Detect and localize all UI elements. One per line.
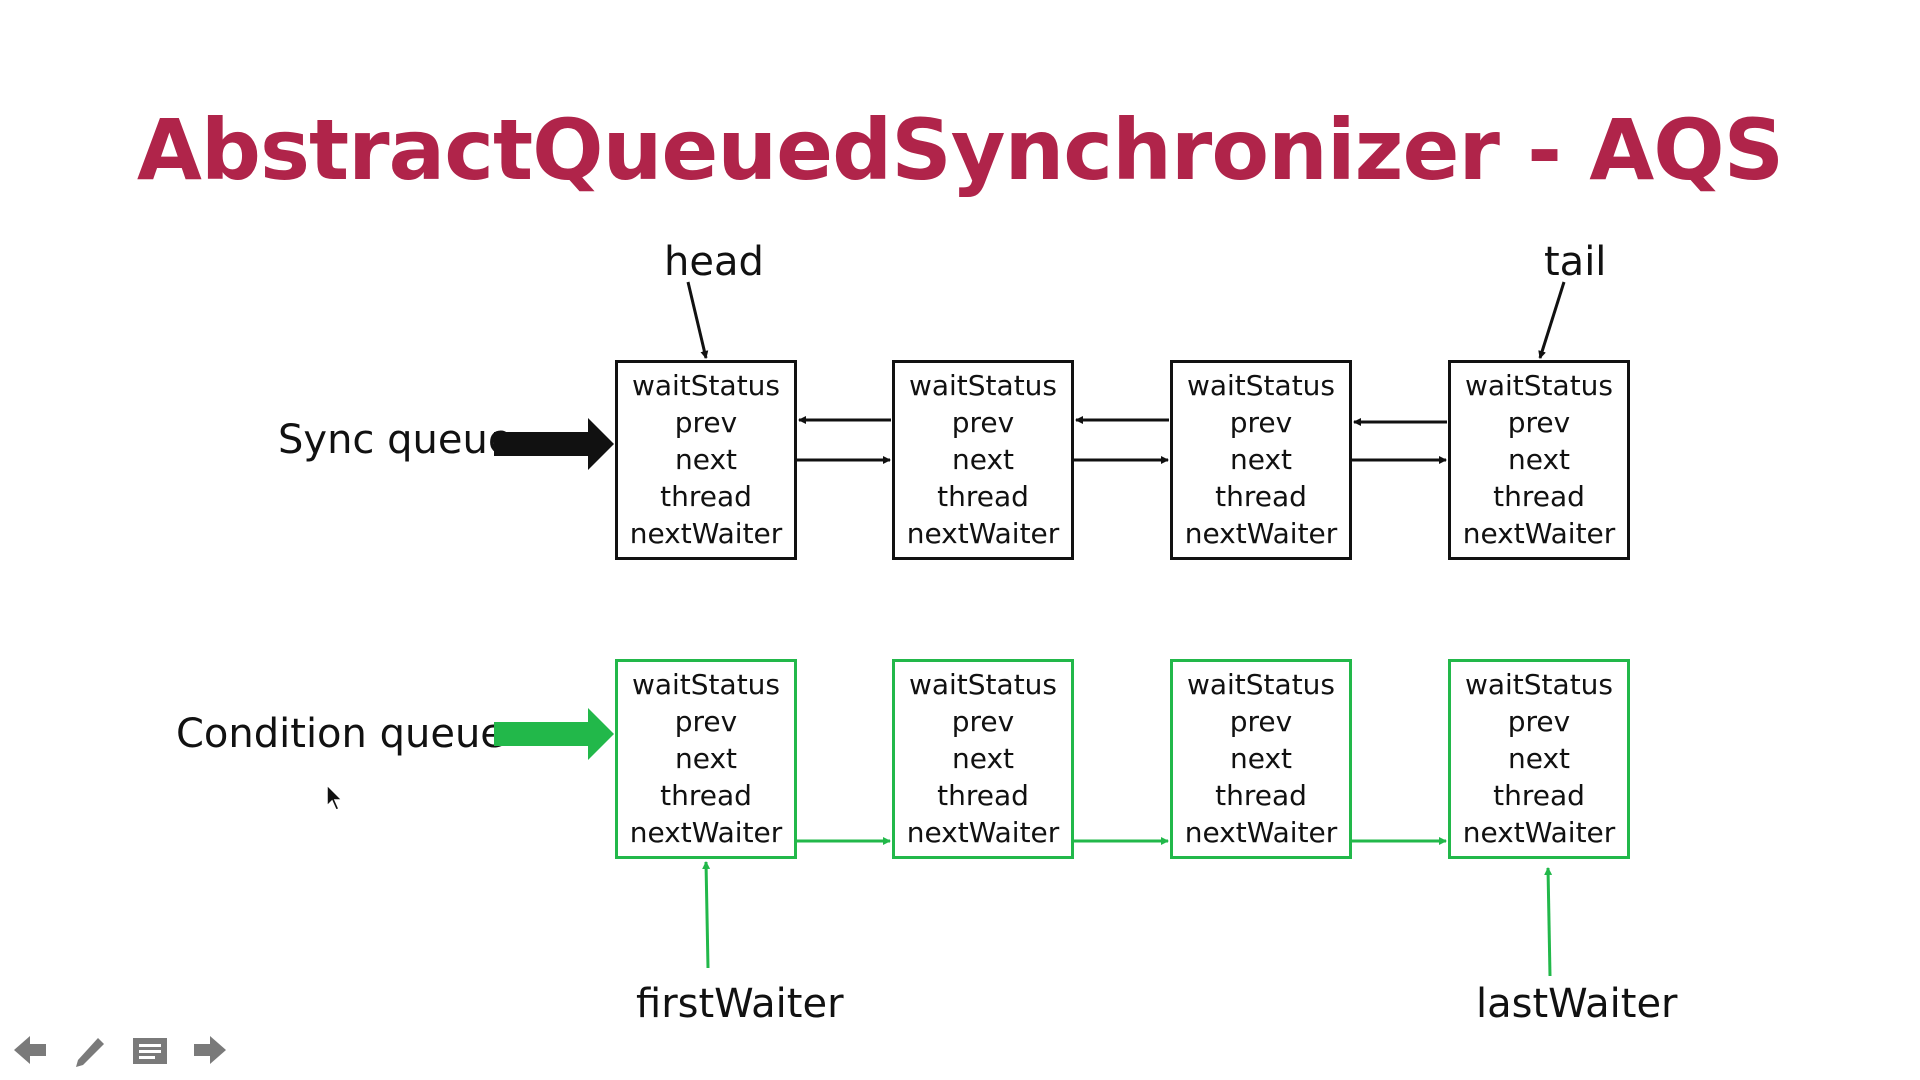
- field-next: next: [1229, 742, 1293, 775]
- sync-node: waitStatus prev next thread nextWaiter: [1448, 360, 1630, 560]
- tail-label: tail: [1544, 239, 1607, 285]
- head-label: head: [664, 239, 764, 285]
- arrow-left-icon[interactable]: [10, 1030, 50, 1070]
- field-wait-status: waitStatus: [631, 668, 781, 701]
- field-prev: prev: [1229, 406, 1293, 439]
- field-next-waiter: nextWaiter: [629, 517, 783, 550]
- field-prev: prev: [1507, 705, 1571, 738]
- tail-pointer-arrow: [1538, 281, 1566, 359]
- field-prev: prev: [951, 406, 1015, 439]
- mouse-cursor-icon: [326, 784, 344, 811]
- last-waiter-pointer-arrow: [1544, 867, 1553, 977]
- field-next-waiter: nextWaiter: [1184, 517, 1338, 550]
- sync-node: waitStatus prev next thread nextWaiter: [615, 360, 797, 560]
- field-next: next: [674, 443, 738, 476]
- field-next: next: [1507, 742, 1571, 775]
- condition-queue-label: Condition queue: [176, 711, 505, 757]
- condition-node: waitStatus prev next thread nextWaiter: [615, 659, 797, 859]
- field-next: next: [951, 742, 1015, 775]
- condition-node: waitStatus prev next thread nextWaiter: [892, 659, 1074, 859]
- sync-node: waitStatus prev next thread nextWaiter: [1170, 360, 1352, 560]
- field-thread: thread: [1493, 480, 1585, 513]
- last-waiter-label: lastWaiter: [1476, 981, 1678, 1027]
- field-next: next: [951, 443, 1015, 476]
- field-next-waiter: nextWaiter: [906, 816, 1060, 849]
- field-thread: thread: [937, 779, 1029, 812]
- field-wait-status: waitStatus: [1186, 369, 1336, 402]
- head-pointer-arrow: [686, 281, 709, 359]
- field-next-waiter: nextWaiter: [1462, 517, 1616, 550]
- field-wait-status: waitStatus: [908, 369, 1058, 402]
- first-waiter-pointer-arrow: [702, 861, 711, 969]
- condition-queue-entry-arrow: [494, 708, 614, 760]
- field-next: next: [1229, 443, 1293, 476]
- field-next-waiter: nextWaiter: [1184, 816, 1338, 849]
- field-thread: thread: [1215, 779, 1307, 812]
- field-prev: prev: [1507, 406, 1571, 439]
- condition-node: waitStatus prev next thread nextWaiter: [1448, 659, 1630, 859]
- field-thread: thread: [660, 480, 752, 513]
- arrow-right-icon[interactable]: [190, 1030, 230, 1070]
- field-next-waiter: nextWaiter: [629, 816, 783, 849]
- field-prev: prev: [674, 406, 738, 439]
- field-wait-status: waitStatus: [631, 369, 781, 402]
- field-thread: thread: [1493, 779, 1585, 812]
- condition-node: waitStatus prev next thread nextWaiter: [1170, 659, 1352, 859]
- field-next-waiter: nextWaiter: [906, 517, 1060, 550]
- slideshow-toolbar: [10, 1030, 230, 1070]
- field-wait-status: waitStatus: [1186, 668, 1336, 701]
- field-wait-status: waitStatus: [1464, 668, 1614, 701]
- field-prev: prev: [951, 705, 1015, 738]
- field-thread: thread: [660, 779, 752, 812]
- field-thread: thread: [937, 480, 1029, 513]
- first-waiter-label: firstWaiter: [636, 981, 844, 1027]
- field-prev: prev: [1229, 705, 1293, 738]
- field-wait-status: waitStatus: [908, 668, 1058, 701]
- field-next-waiter: nextWaiter: [1462, 816, 1616, 849]
- menu-icon[interactable]: [130, 1030, 170, 1070]
- sync-node: waitStatus prev next thread nextWaiter: [892, 360, 1074, 560]
- field-next: next: [1507, 443, 1571, 476]
- field-next: next: [674, 742, 738, 775]
- field-wait-status: waitStatus: [1464, 369, 1614, 402]
- field-prev: prev: [674, 705, 738, 738]
- pen-icon[interactable]: [70, 1030, 110, 1070]
- field-thread: thread: [1215, 480, 1307, 513]
- slide-title: AbstractQueuedSynchronizer - AQS: [136, 101, 1784, 199]
- sync-queue-label: Sync queue: [278, 417, 513, 463]
